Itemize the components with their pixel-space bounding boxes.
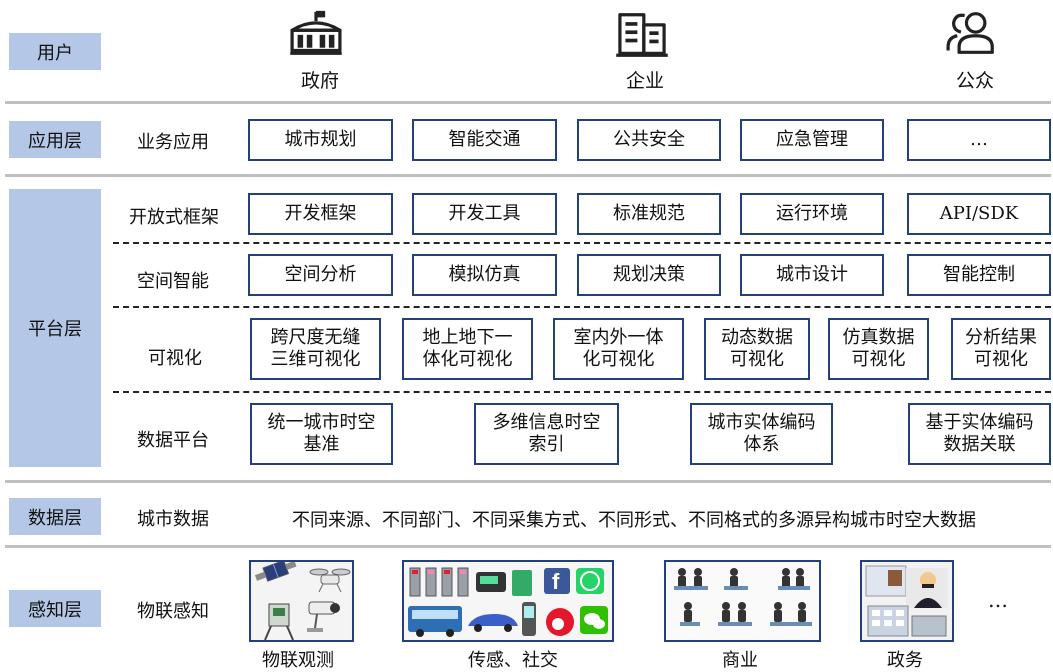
divider-line	[5, 480, 1051, 483]
public-people-icon	[946, 12, 994, 54]
visualization-box: 室内外一体化可视化	[553, 318, 684, 380]
iot-observation-image	[249, 560, 354, 642]
row-label-open-framework: 开放式框架	[129, 207, 219, 228]
city-data-description: 不同来源、不同部门、不同采集方式、不同形式、不同格式的多源异构城市时空大数据	[292, 510, 976, 531]
visualization-box: 仿真数据可视化	[828, 318, 929, 380]
dashed-divider	[113, 391, 1051, 393]
user-government: 政府	[300, 70, 339, 92]
sensors-social-image: f	[402, 560, 614, 642]
caption-government-affairs: 政务	[887, 650, 923, 671]
app-box: 城市规划	[248, 119, 393, 161]
svg-text:f: f	[552, 569, 560, 594]
layer-label-sensing: 感知层	[9, 590, 101, 627]
spatial-box: 规划决策	[577, 254, 721, 296]
visualization-box: 地上地下一体化可视化	[402, 318, 533, 380]
spatial-box: 城市设计	[740, 254, 884, 296]
caption-sensors-social: 传感、社交	[468, 650, 558, 671]
layer-label-app: 应用层	[9, 121, 101, 158]
spatial-box: 智能控制	[907, 254, 1051, 296]
data-platform-box: 多维信息时空索引	[474, 403, 619, 465]
dashed-divider	[113, 306, 1051, 308]
caption-business: 商业	[722, 650, 758, 671]
dashed-divider	[113, 242, 1051, 244]
data-platform-box: 城市实体编码体系	[690, 403, 833, 465]
more-ellipsis: …	[988, 588, 1010, 612]
app-box: 应急管理	[740, 119, 884, 161]
app-box: 公共安全	[577, 119, 721, 161]
layer-label-user: 用户	[9, 33, 101, 70]
framework-box: API/SDK	[907, 193, 1051, 235]
row-label-iot-sensing: 物联感知	[137, 601, 209, 622]
row-label-business-app: 业务应用	[137, 132, 209, 153]
layer-label-platform: 平台层	[9, 189, 101, 467]
divider-line	[5, 101, 1051, 104]
row-label-visualization: 可视化	[148, 348, 202, 369]
framework-box: 开发框架	[248, 193, 393, 235]
visualization-box: 动态数据可视化	[704, 318, 810, 380]
row-label-spatial-intelligence: 空间智能	[137, 271, 209, 292]
row-label-city-data: 城市数据	[137, 509, 209, 530]
enterprise-building-icon	[616, 13, 668, 57]
government-building-icon	[290, 10, 342, 55]
app-box: …	[907, 119, 1051, 161]
visualization-box: 分析结果可视化	[951, 318, 1051, 380]
data-platform-box: 基于实体编码数据关联	[908, 403, 1051, 465]
divider-line	[5, 174, 1051, 177]
app-box: 智能交通	[412, 119, 557, 161]
caption-iot-observation: 物联观测	[262, 650, 334, 671]
government-affairs-image	[860, 560, 954, 642]
data-platform-box: 统一城市时空基准	[250, 403, 393, 465]
framework-box: 运行环境	[740, 193, 884, 235]
visualization-box: 跨尺度无缝三维可视化	[250, 318, 381, 380]
business-image	[664, 560, 821, 642]
user-public: 公众	[955, 70, 994, 92]
spatial-box: 空间分析	[248, 254, 393, 296]
framework-box: 开发工具	[412, 193, 557, 235]
framework-box: 标准规范	[577, 193, 721, 235]
user-enterprise: 企业	[625, 70, 664, 92]
layer-label-data: 数据层	[9, 498, 101, 535]
divider-line	[5, 545, 1051, 548]
spatial-box: 模拟仿真	[412, 254, 557, 296]
row-label-data-platform: 数据平台	[137, 430, 209, 451]
